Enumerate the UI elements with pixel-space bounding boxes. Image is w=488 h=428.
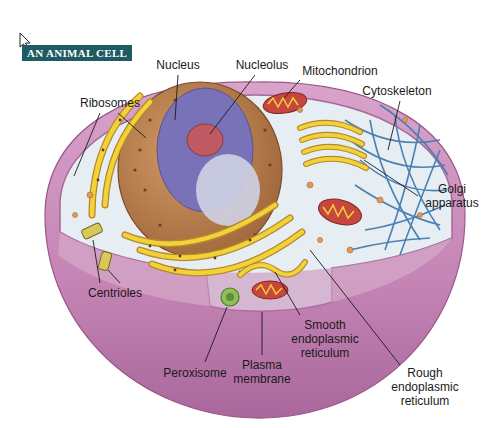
leader-lines — [205, 307, 227, 362]
nucleus-drawing — [187, 124, 223, 156]
rough-er-drawing — [249, 239, 252, 242]
vesicles — [347, 247, 353, 253]
mitochondria-drawing — [316, 195, 365, 230]
mitochondria-drawing — [252, 281, 288, 299]
leader-lines — [108, 270, 120, 283]
vesicles — [418, 213, 423, 218]
rough-er-drawing — [119, 119, 122, 122]
part-label: Peroxisome — [158, 366, 232, 380]
vesicles — [73, 108, 423, 254]
leader-lines — [275, 272, 300, 315]
centrioles-drawing — [81, 222, 103, 240]
mitochondria-drawing — [262, 89, 309, 116]
cytoskeleton-fibres — [395, 115, 440, 230]
rough-er-drawing — [92, 96, 302, 273]
part-label: Rough endoplasmic reticulum — [383, 366, 467, 408]
centrioles-drawing — [98, 251, 112, 271]
vesicles — [403, 118, 408, 123]
golgi-drawing — [300, 123, 366, 168]
part-label: Smooth endoplasmic reticulum — [283, 318, 367, 360]
golgi-drawing — [304, 147, 364, 156]
rough-er-drawing — [97, 119, 252, 274]
part-label: Nucleolus — [227, 58, 297, 72]
nucleus-drawing — [196, 154, 260, 226]
vesicles — [377, 197, 383, 203]
nucleus-drawing — [133, 168, 136, 171]
rough-er-drawing — [152, 232, 302, 273]
golgi-drawing — [300, 123, 360, 132]
mitochondria-drawing — [268, 98, 298, 107]
nucleus-drawing — [263, 128, 266, 131]
cytoskeleton-fibres — [385, 125, 420, 250]
cytoskeleton-fibres — [350, 238, 430, 250]
golgi-drawing — [306, 159, 366, 168]
rough-er-drawing — [125, 205, 275, 244]
leader-lines — [210, 75, 255, 134]
leader-lines — [284, 80, 300, 98]
vesicles — [87, 192, 93, 198]
cell-body — [332, 238, 452, 302]
leader-lines — [93, 240, 100, 283]
peroxisome-drawing — [221, 288, 239, 306]
mitochondria-drawing — [252, 89, 364, 299]
rough-er-drawing — [92, 96, 302, 273]
rough-er-drawing — [97, 179, 100, 182]
vesicles — [318, 238, 323, 243]
golgi-drawing — [302, 135, 362, 144]
mitochondria-drawing — [323, 205, 354, 218]
nucleus-drawing — [138, 148, 141, 151]
cell-body — [206, 268, 332, 311]
vesicles — [298, 108, 303, 113]
leader-lines — [74, 113, 100, 176]
part-label: Ribosomes — [74, 96, 146, 110]
nucleus-drawing — [148, 118, 151, 121]
leader-lines — [118, 113, 146, 138]
rough-er-drawing — [174, 269, 177, 272]
peroxisome-drawing — [221, 288, 239, 306]
part-label: Mitochondrion — [295, 64, 385, 78]
golgi-drawing — [300, 123, 360, 132]
title: AN ANIMAL CELL — [22, 45, 132, 61]
leader-lines — [364, 160, 418, 196]
golgi-drawing — [304, 147, 364, 156]
part-label: Plasma membrane — [230, 358, 294, 386]
nucleus-drawing — [143, 188, 146, 191]
smooth-er-drawing — [240, 262, 305, 275]
rough-er-drawing — [102, 149, 105, 152]
rough-er-drawing — [92, 96, 302, 273]
rough-er-drawing — [105, 102, 150, 205]
smooth-er-drawing — [240, 262, 305, 275]
vesicles — [307, 182, 313, 188]
cytoskeleton-fibres — [345, 105, 448, 255]
nucleus-drawing — [268, 163, 271, 166]
leader-lines — [388, 101, 400, 150]
golgi-drawing — [300, 123, 366, 168]
golgi-drawing — [302, 135, 362, 144]
rough-er-drawing — [149, 245, 152, 248]
mitochondria-drawing — [256, 285, 282, 294]
part-label: Nucleus — [148, 58, 208, 72]
part-label: Centrioles — [80, 286, 150, 300]
leader-lines — [74, 75, 418, 365]
smooth-er-drawing — [240, 262, 305, 275]
part-label: Golgi apparatus — [420, 182, 484, 210]
rough-er-drawing — [105, 102, 150, 205]
golgi-drawing — [306, 159, 366, 168]
rough-er-drawing — [179, 255, 182, 258]
nucleus-drawing — [158, 223, 161, 226]
peroxisome-drawing — [226, 293, 234, 301]
golgi-drawing — [300, 123, 366, 168]
part-label: Cytoskeleton — [355, 84, 439, 98]
rough-er-drawing — [214, 257, 217, 260]
vesicles — [73, 213, 78, 218]
leader-lines — [262, 312, 263, 355]
cell-body — [45, 82, 465, 418]
leader-lines — [175, 75, 178, 120]
cell-body — [45, 82, 465, 418]
